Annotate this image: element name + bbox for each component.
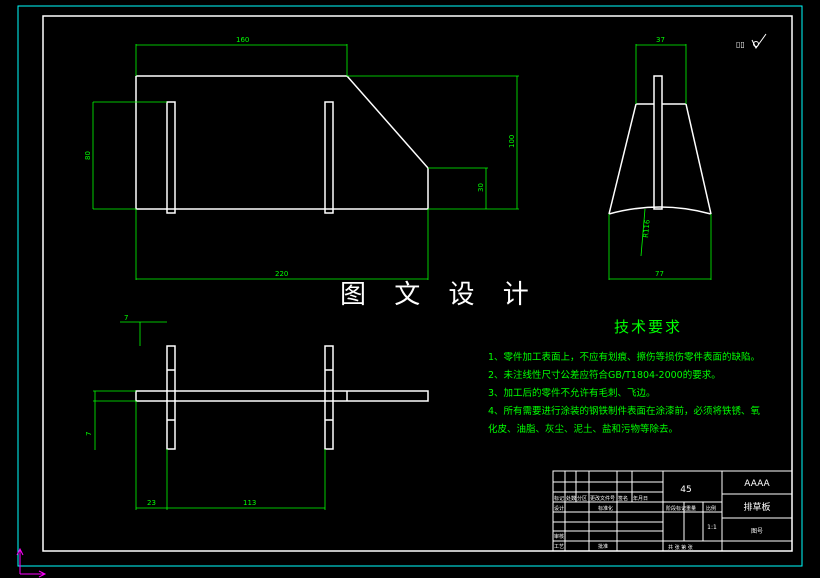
dim-113: 113 — [243, 499, 256, 507]
front-slot-right — [324, 101, 334, 214]
front-dimensions — [92, 44, 519, 280]
tb-label-nianyueri: 年月日 — [633, 495, 648, 502]
tb-label-jieduan: 阶段标记 — [666, 505, 686, 512]
side-right-edge — [685, 103, 712, 215]
top-base-plate — [135, 390, 429, 402]
title-block-texts: 标记 处数 分区 更改文件号 签名 年月日 设计 标准化 阶段标记 重量 比例 … — [554, 479, 771, 551]
tech-item: 化皮、油脂、灰尘、泥土、盐和污物等除去。 — [488, 424, 679, 435]
roughness-symbol: ▯▯ — [736, 33, 767, 49]
tb-company: AAAA — [744, 479, 770, 489]
outer-border — [17, 5, 803, 567]
dim-160: 160 — [236, 36, 249, 44]
tb-drawing-no: 图号 — [751, 528, 763, 535]
dim-30: 30 — [477, 183, 485, 192]
svg-text:▯▯: ▯▯ — [736, 40, 745, 49]
dim-radius: R116 — [642, 219, 652, 238]
tb-label-genggai: 更改文件号 — [590, 495, 615, 502]
side-dimensions — [608, 44, 712, 280]
tb-scale: 1:1 — [707, 524, 717, 531]
top-view — [135, 345, 429, 450]
side-view — [608, 75, 712, 215]
side-center-plate — [653, 75, 663, 210]
tb-label-shenhe: 审核 — [554, 533, 564, 540]
tech-item: 3、加工后的零件不允许有毛刺、飞边。 — [488, 388, 656, 399]
tb-material: 45 — [680, 485, 691, 495]
tech-item: 4、所有需要进行涂装的钢铁制件表面在涂漆前，必须将铁锈、氧 — [488, 406, 761, 417]
top-dimensions — [93, 321, 326, 510]
dim-23: 23 — [147, 499, 156, 507]
top-slot-right — [324, 345, 334, 450]
top-slot-left — [166, 345, 176, 450]
dim-100: 100 — [508, 135, 516, 148]
dim-220: 220 — [275, 270, 288, 278]
tb-label-sheets: 共 张 第 张 — [668, 544, 693, 551]
tb-label-fenqu: 分区 — [577, 495, 587, 502]
dim-77: 77 — [655, 270, 664, 278]
title-block — [552, 470, 793, 552]
dim-80: 80 — [84, 151, 92, 160]
tb-label-bili: 比例 — [706, 505, 716, 512]
front-view — [135, 75, 429, 214]
dim-37: 37 — [656, 36, 665, 44]
top-dimension-texts: 7 7 23 113 — [85, 314, 256, 507]
tb-label-pizhun: 批准 — [598, 543, 608, 550]
tech-item: 2、未注线性尺寸公差应符合GB/T1804-2000的要求。 — [488, 370, 721, 381]
tb-label-zhongliang: 重量 — [686, 505, 696, 512]
tb-part-name: 排草板 — [743, 501, 770, 513]
front-slot-left — [166, 101, 176, 214]
tb-label-gongyi: 工艺 — [554, 544, 564, 550]
side-bottom-arc — [608, 206, 712, 215]
front-dimension-texts: 160 80 100 30 220 — [84, 36, 516, 278]
front-outline — [135, 75, 429, 210]
side-left-edge — [608, 103, 637, 215]
technical-requirements: 技术要求 1、零件加工表面上，不应有划痕、擦伤等损伤零件表面的缺陷。 2、未注线… — [488, 316, 808, 439]
tb-label-biaoji: 标记 — [554, 495, 564, 502]
watermark-text: 图 文 设 计 — [340, 280, 539, 310]
tb-label-sheji: 设计 — [554, 505, 564, 512]
side-dimension-texts: 37 77 R116 — [642, 36, 665, 278]
dim-7-top: 7 — [124, 314, 128, 322]
ucs-icon — [16, 547, 47, 578]
tb-label-chushu: 处数 — [566, 495, 576, 502]
tb-label-qianming: 签名 — [618, 495, 628, 502]
tech-title: 技术要求 — [613, 318, 682, 336]
tb-label-biaozhunhua: 标准化 — [598, 505, 613, 512]
inner-frame — [42, 15, 793, 552]
tech-item: 1、零件加工表面上，不应有划痕、擦伤等损伤零件表面的缺陷。 — [488, 352, 761, 363]
dim-7-left: 7 — [85, 432, 93, 436]
